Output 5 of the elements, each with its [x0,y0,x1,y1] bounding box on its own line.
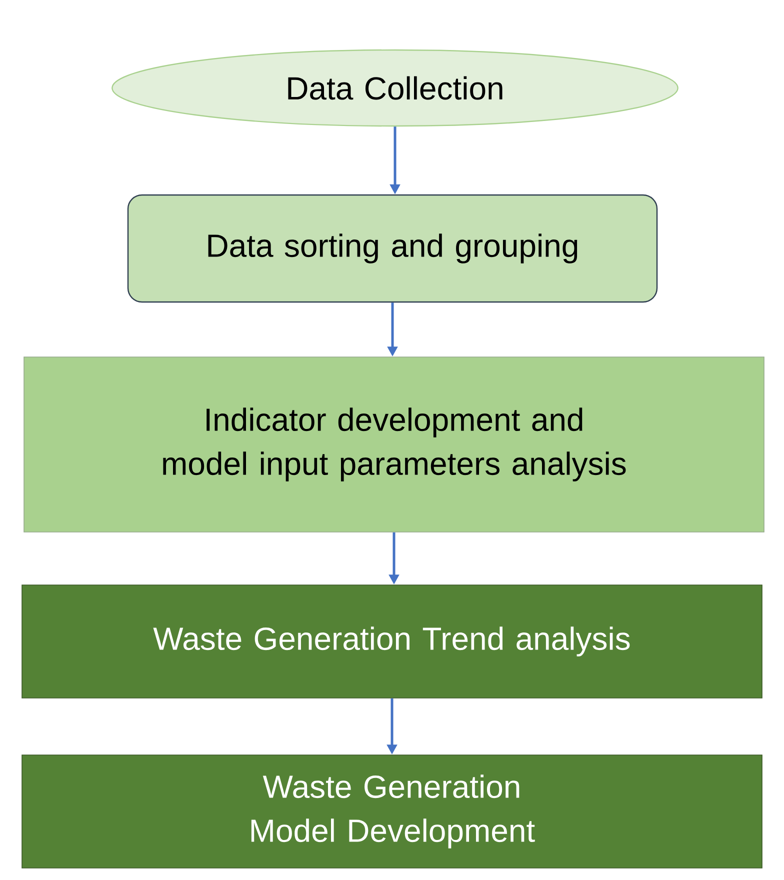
process-box: Indicator development and model input parameters analysis [24,356,764,532]
process-box: Waste Generation Trend analysis [22,584,762,698]
ellipse-node: Data Collection [112,49,678,127]
process-box: Data sorting and grouping [127,194,658,303]
process-box: Waste Generation Model Development [22,754,762,868]
